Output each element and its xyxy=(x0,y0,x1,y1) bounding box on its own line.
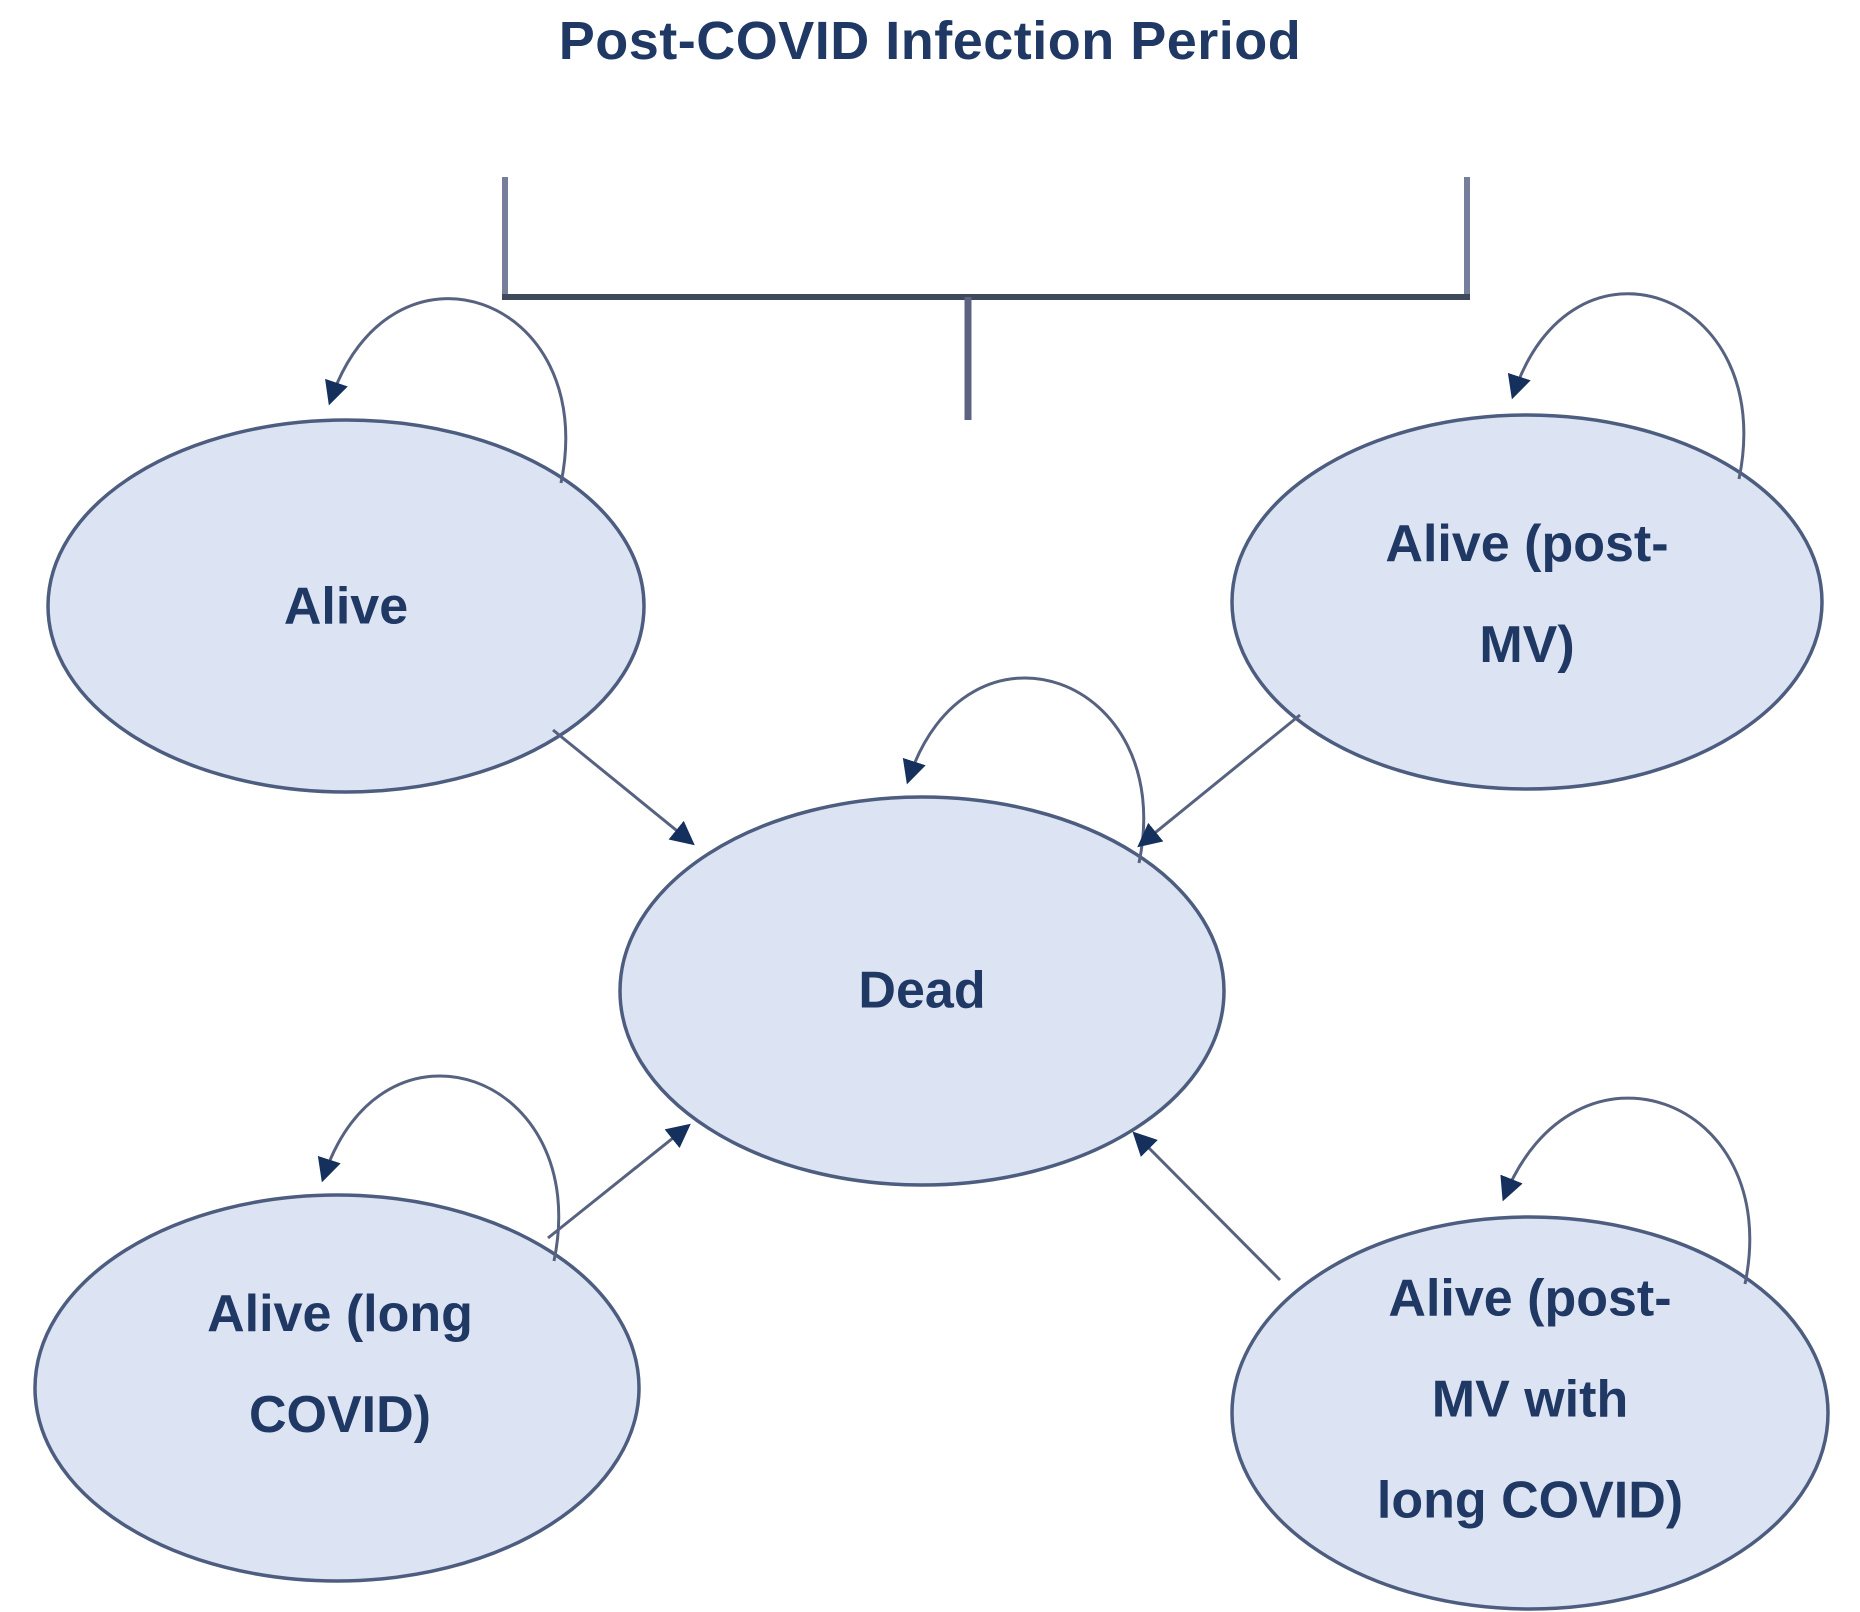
self-loop-alive xyxy=(325,297,568,484)
node-dead-ellipse xyxy=(618,795,1226,1187)
arrow-alive-post-mv-long-covid-to-dead xyxy=(1132,1131,1282,1282)
arrow-alive-long-covid-to-dead xyxy=(547,1123,691,1240)
node-alive-ellipse xyxy=(46,418,646,794)
self-loop-alive-post-mv xyxy=(1507,292,1746,480)
diagram-title: Post-COVID Infection Period xyxy=(558,11,1302,71)
node-alive-long-covid-ellipse xyxy=(33,1193,641,1583)
self-loop-alive-post-mv-long-covid xyxy=(1500,1096,1752,1285)
self-loop-dead xyxy=(902,676,1146,864)
node-alive-long-covid-label: Alive (long COVID) xyxy=(207,1285,473,1444)
node-alive-post-mv-long-covid-ellipse xyxy=(1230,1215,1830,1611)
arrow-alive-to-dead xyxy=(552,728,695,846)
node-alive-post-mv-long-covid-label: Alive (post- MV with long COVID) xyxy=(1376,1269,1684,1530)
self-loop-alive-long-covid xyxy=(317,1074,561,1262)
node-alive-label: Alive xyxy=(283,577,409,636)
arrow-alive-post-mv-to-dead xyxy=(1137,713,1301,848)
period-bracket xyxy=(502,177,1470,420)
node-alive-post-mv-ellipse xyxy=(1230,413,1824,791)
node-alive-post-mv-label: Alive (post- MV) xyxy=(1385,515,1669,674)
node-dead-label: Dead xyxy=(858,961,986,1020)
